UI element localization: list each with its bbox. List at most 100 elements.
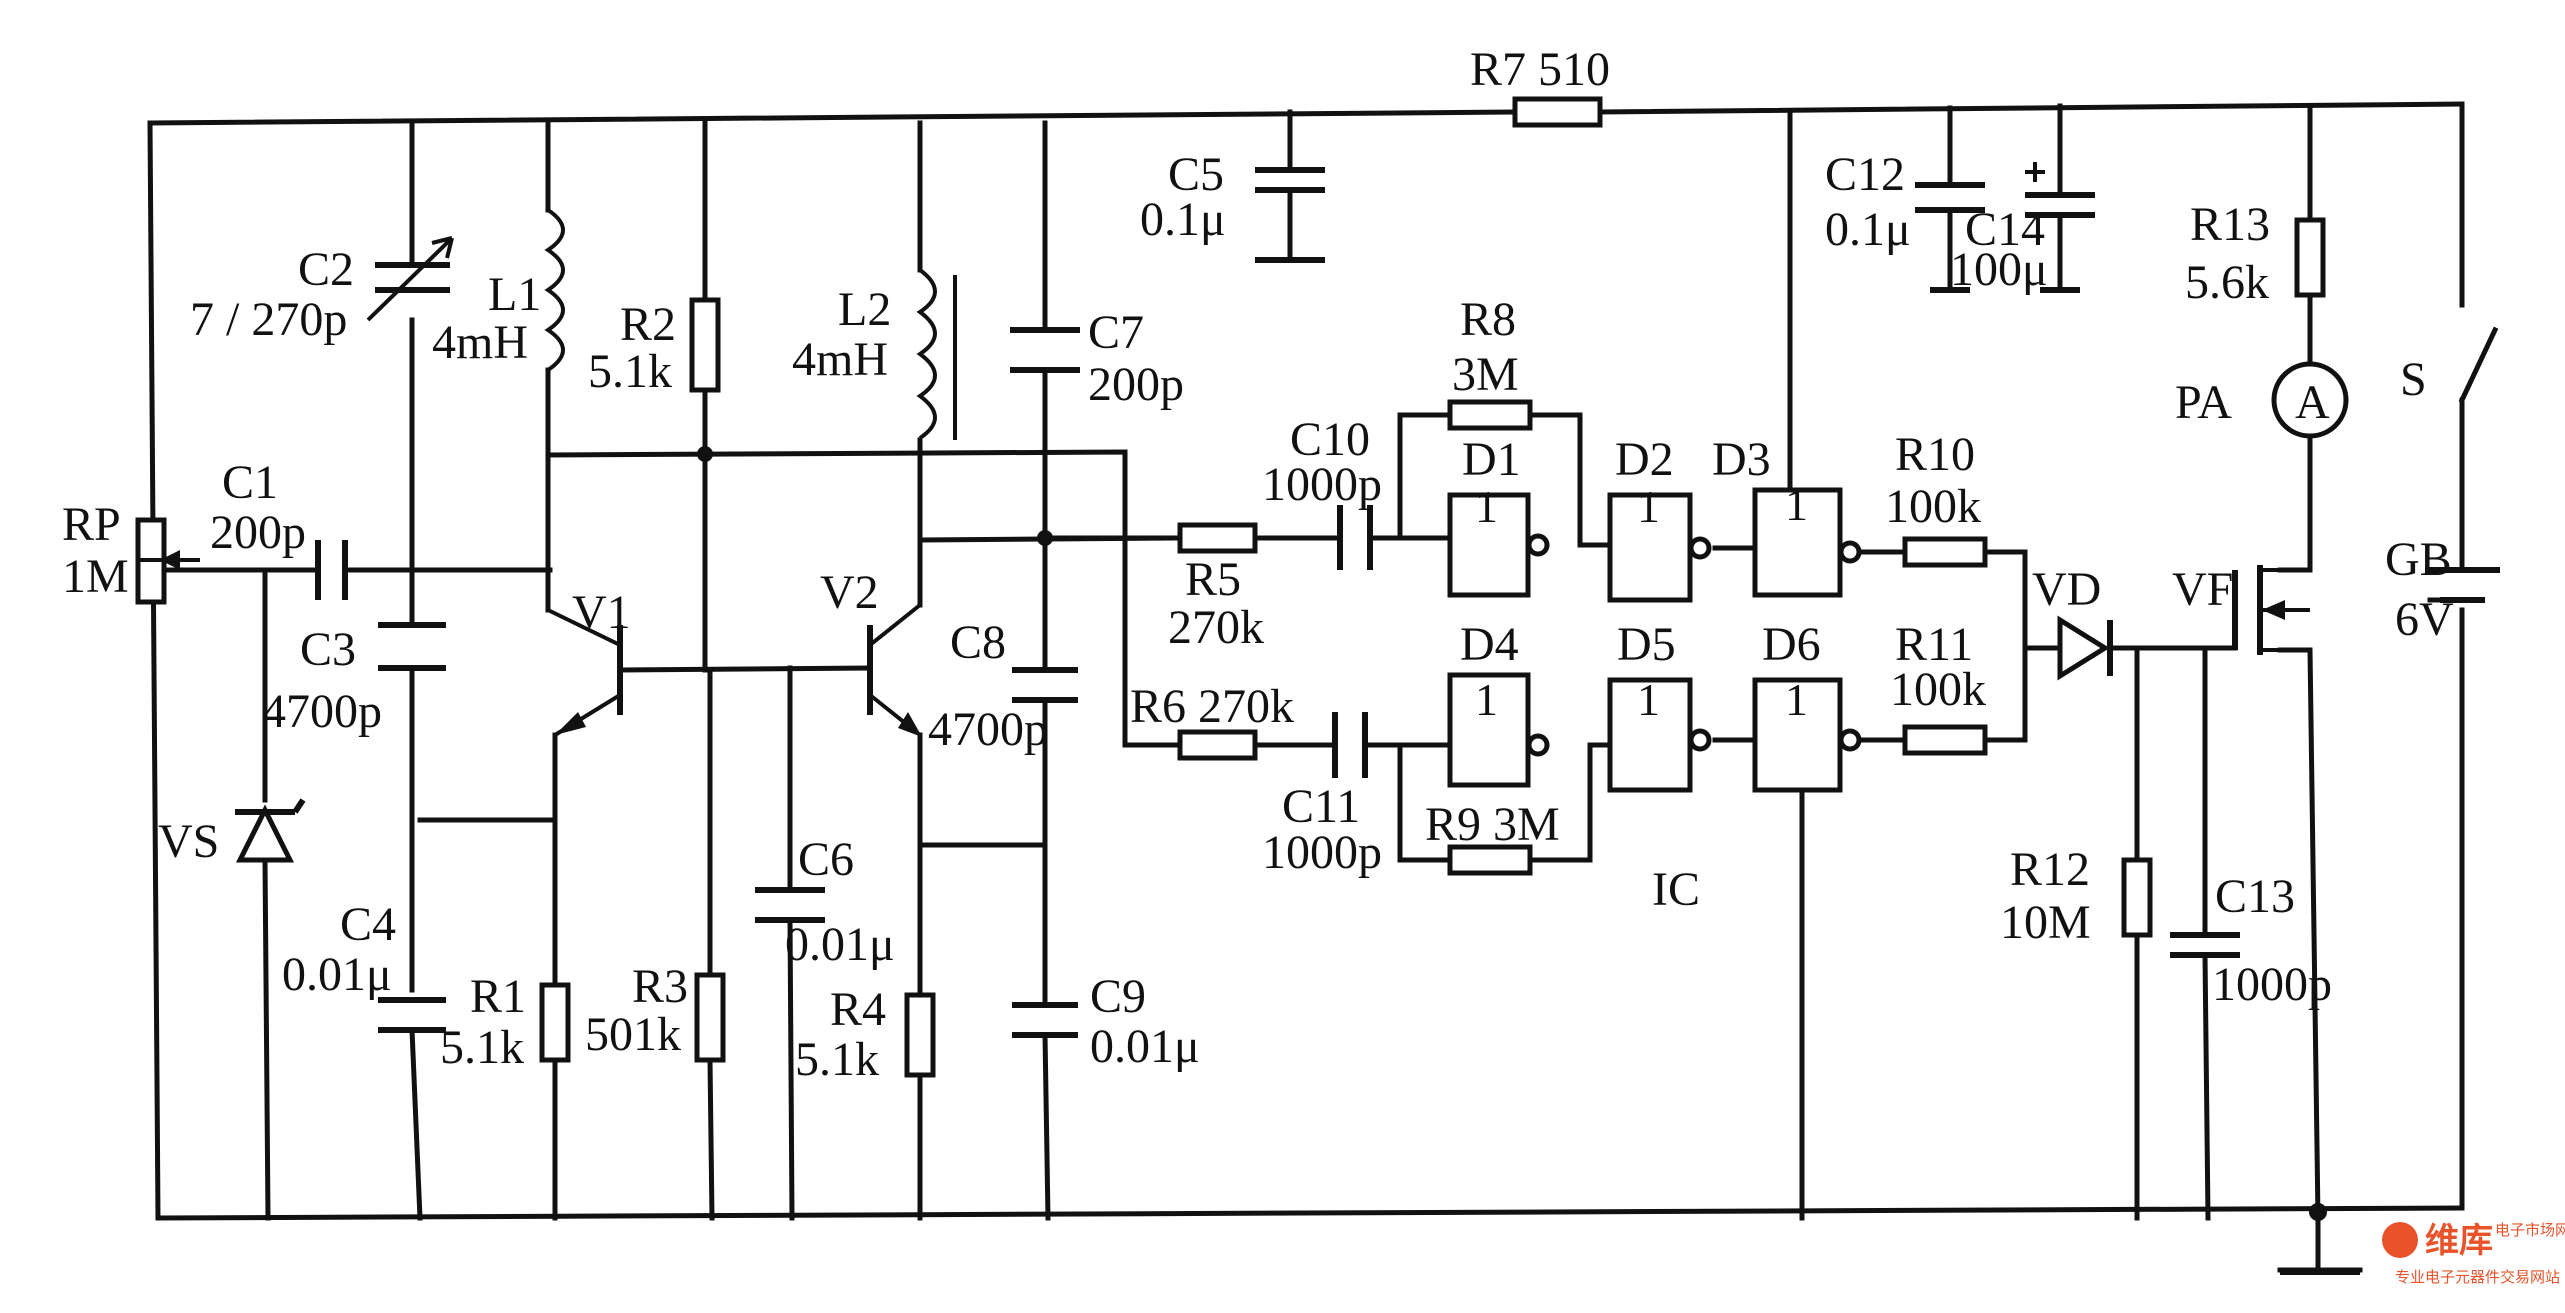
capacitor-c8	[1012, 667, 1078, 703]
svg-text:1: 1	[1475, 674, 1498, 725]
svg-text:1: 1	[1475, 481, 1498, 532]
label-r2-value: 5.1k	[588, 345, 672, 398]
label-d6: D6	[1762, 618, 1821, 671]
label-r5-value: 270k	[1168, 601, 1264, 654]
label-c2: C2	[298, 243, 354, 296]
label-r3-value: 501k	[585, 1008, 681, 1061]
inductor-l2	[916, 268, 957, 440]
label-c9-value: 0.01μ	[1090, 1020, 1200, 1073]
label-d3: D3	[1712, 433, 1771, 486]
label-c13-value: 1000p	[2212, 958, 2332, 1011]
svg-text:专业电子元器件交易网站: 专业电子元器件交易网站	[2395, 1268, 2560, 1286]
mosfet-vf	[2232, 565, 2310, 655]
label-c3-value: 4700p	[262, 685, 382, 738]
gate-d1: 1	[1447, 481, 1550, 598]
label-c12-value: 0.1μ	[1825, 203, 1911, 256]
label-pa-symbol: A	[2295, 376, 2330, 429]
label-c8-value: 4700p	[928, 703, 1048, 756]
label-r4: R4	[830, 983, 886, 1036]
label-c10-value: 1000p	[1262, 458, 1382, 511]
resistor-r3	[694, 972, 726, 1063]
resistor-r10	[1902, 536, 1988, 568]
label-d4: D4	[1460, 618, 1519, 671]
gate-d6: 1	[1752, 674, 1862, 793]
label-c7: C7	[1088, 306, 1144, 359]
label-l1: L1	[488, 268, 541, 321]
svg-text:电子市场网: 电子市场网	[2495, 1221, 2565, 1239]
resistor-r4	[904, 992, 936, 1078]
resistor-r13	[2294, 217, 2326, 298]
label-r8-value: 3M	[1452, 348, 1519, 401]
label-c4: C4	[340, 898, 396, 951]
label-c8: C8	[950, 616, 1006, 669]
inductor-l1	[544, 208, 565, 372]
label-vd: VD	[2032, 563, 2101, 616]
label-rp: RP	[62, 498, 121, 551]
capacitor-c7	[1010, 327, 1080, 373]
svg-text:维库: 维库	[2425, 1221, 2493, 1261]
switch-s	[2458, 326, 2499, 404]
resistor-r1	[539, 982, 571, 1063]
resistor-r8	[1447, 399, 1533, 431]
label-r1-value: 5.1k	[440, 1021, 524, 1074]
resistor-r5	[1177, 522, 1258, 554]
resistor-r12	[2121, 857, 2153, 938]
diode-vd	[2057, 615, 2113, 681]
label-l2-value: 4mH	[792, 333, 888, 386]
label-r2: R2	[620, 298, 676, 351]
gate-d4: 1	[1447, 672, 1550, 788]
transistor-v1	[547, 608, 623, 737]
capacitor-c4	[378, 997, 446, 1033]
label-r12: R12	[2010, 843, 2090, 896]
label-r10: R10	[1895, 428, 1975, 481]
label-c11-value: 1000p	[1262, 826, 1382, 879]
component-labels: R7 510 C5 0.1μ C12 0.1μ C14 100μ R13 5.6…	[62, 43, 2454, 1086]
label-c6: C6	[798, 833, 854, 886]
label-ic: IC	[1652, 863, 1700, 916]
label-d1: D1	[1462, 433, 1521, 486]
transistor-v2	[867, 603, 922, 737]
svg-text:1: 1	[1637, 674, 1660, 725]
capacitor-c10	[1337, 505, 1373, 570]
label-c7-value: 200p	[1088, 358, 1184, 411]
label-d2: D2	[1615, 433, 1674, 486]
label-r12-value: 10M	[2000, 896, 2091, 949]
label-c1: C1	[222, 456, 278, 509]
label-l1-value: 4mH	[432, 316, 528, 369]
junction-dots	[697, 446, 2327, 1221]
resistor-r9	[1447, 844, 1533, 876]
svg-text:1: 1	[1785, 479, 1808, 530]
label-r13-value: 5.6k	[2185, 256, 2269, 309]
gate-d2: 1	[1607, 481, 1712, 603]
label-vf: VF	[2172, 563, 2233, 616]
label-c4-value: 0.01μ	[282, 948, 392, 1001]
label-c14: C14	[1965, 203, 2045, 256]
capacitor-c6	[755, 887, 825, 923]
watermark-logo: 维库 电子市场网 专业电子元器件交易网站	[2382, 1221, 2565, 1286]
label-c1-value: 200p	[210, 506, 306, 559]
label-pa: PA	[2175, 376, 2232, 429]
label-c13: C13	[2215, 870, 2295, 923]
label-r11: R11	[1895, 618, 1973, 671]
potentiometer-rp	[135, 517, 200, 605]
capacitor-c1	[315, 540, 348, 600]
label-c6-value: 0.01μ	[785, 918, 895, 971]
capacitor-c9	[1012, 1002, 1078, 1038]
label-r3: R3	[632, 960, 688, 1013]
label-l2: L2	[838, 283, 891, 336]
ammeter-pa	[2271, 361, 2349, 439]
label-c11: C11	[1282, 780, 1360, 833]
label-v2: V2	[820, 566, 879, 619]
label-gb: GB	[2385, 533, 2452, 586]
label-c14-value: 100μ	[1950, 243, 2048, 296]
label-v1: V1	[572, 586, 631, 639]
label-c9: C9	[1090, 970, 1146, 1023]
label-r9: R9 3M	[1425, 798, 1560, 851]
label-rp-value: 1M	[62, 550, 129, 603]
resistor-r2	[689, 297, 721, 393]
label-r1: R1	[470, 970, 526, 1023]
capacitor-c12	[1915, 182, 1985, 293]
label-r10-value: 100k	[1885, 480, 1981, 533]
resistor-r7	[1512, 96, 1603, 128]
